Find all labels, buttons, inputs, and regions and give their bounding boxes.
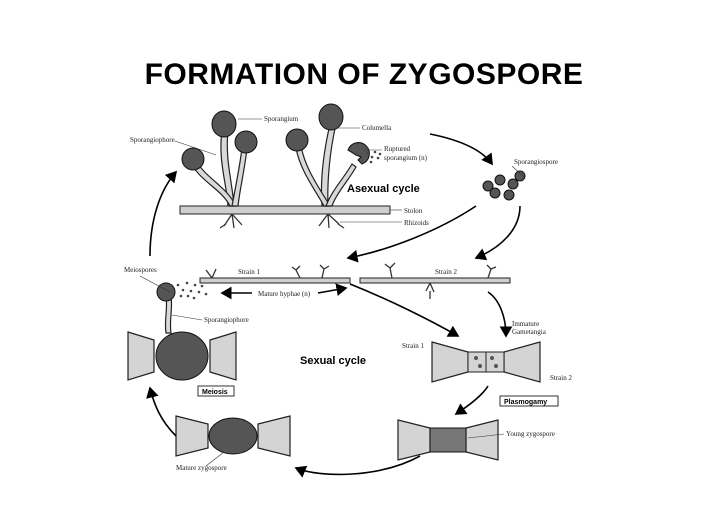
sporangiophore-stalk [231,147,248,207]
pointer-line [139,275,171,293]
germ-sporangium [156,282,176,302]
arrow-to-strain-1 [346,205,477,263]
label-strain-2: Strain 2 [435,268,457,276]
plasmogamy-box [499,395,559,407]
released-spores [366,150,382,164]
asexual-structure [174,103,526,229]
label-mature-zygospore: Mature zygospore [176,464,227,472]
immature-gametangia [431,341,541,383]
arrow-strain-1-to-gametangia [349,283,460,337]
asexual-cycle-label: Asexual cycle [347,183,420,195]
label-meiospores: Meiospores [124,266,157,274]
strain-2-hypha [359,277,511,284]
label-rhizoids: Rhizoids [404,219,429,227]
label-gametangia: Gametangia [512,328,547,336]
label-meiosis: Meiosis [202,389,228,396]
label-ruptured-2: sporangium (n) [384,154,428,162]
arrow-to-mature-zygospore [294,455,421,478]
pointer-line [174,140,217,156]
label-strain-1: Strain 1 [238,268,260,276]
arrow-to-meiosis [146,386,177,437]
label-sporangiospore: Sporangiospore [514,158,558,166]
germinating-zygospore [127,281,237,381]
label-ruptured: Ruptured [384,145,411,153]
sporangium [211,110,237,138]
strain-1-branches [205,264,330,279]
strain-hyphae [199,262,511,299]
rhizoids-left [219,213,243,229]
zygospore-germinating [155,331,209,381]
sexual-cycle-label: Sexual cycle [300,355,366,367]
young-zygospore [397,419,499,461]
label-young-zygospore: Young zygospore [506,430,555,438]
arrow-to-strain-2 [474,205,521,261]
label-strain-1b: Strain 1 [402,342,424,350]
arrow-to-sporangiospores [429,133,493,166]
strain-1-hypha [199,277,351,284]
label-strain-2b: Strain 2 [550,374,572,382]
slide-title: FORMATION OF ZYGOSPORE [144,58,584,91]
ruptured-sporangium [347,142,370,165]
meiospores-dots [176,281,208,300]
sporangiospores [482,170,526,201]
label-stolon: Stolon [404,207,423,215]
label-sporangium: Sporangium [264,115,299,123]
arrow-to-young-zygospore [454,385,489,415]
label-immature: Immature [512,320,539,328]
pointer-line [205,451,225,467]
pointer-line [511,165,525,178]
arrow-mature-hyphae-right [317,283,348,296]
sporangium [181,147,205,171]
label-mature-hyphae: Mature hyphae (n) [258,290,311,298]
arrow-to-sporangiophore [149,170,178,257]
sporangiophore-stalk [325,163,357,207]
arrow-strain-2-to-gametangia [487,291,513,338]
label-sporangiophore: Sporangiophore [130,136,175,144]
pointer-line [467,433,505,439]
strain-2-branches [384,262,497,299]
stolon [179,205,391,215]
label-plasmogamy: Plasmogamy [504,399,547,406]
meiosis-box [197,385,235,397]
label-sporangiophore-2: Sporangiophore [204,316,249,324]
rhizoids-right [318,213,345,229]
pointer-line [171,314,203,321]
sporangium [234,130,258,154]
sporangium [318,103,344,131]
sporangium [285,128,309,152]
label-columella: Columella [362,124,392,132]
mature-zygospore [175,415,291,457]
